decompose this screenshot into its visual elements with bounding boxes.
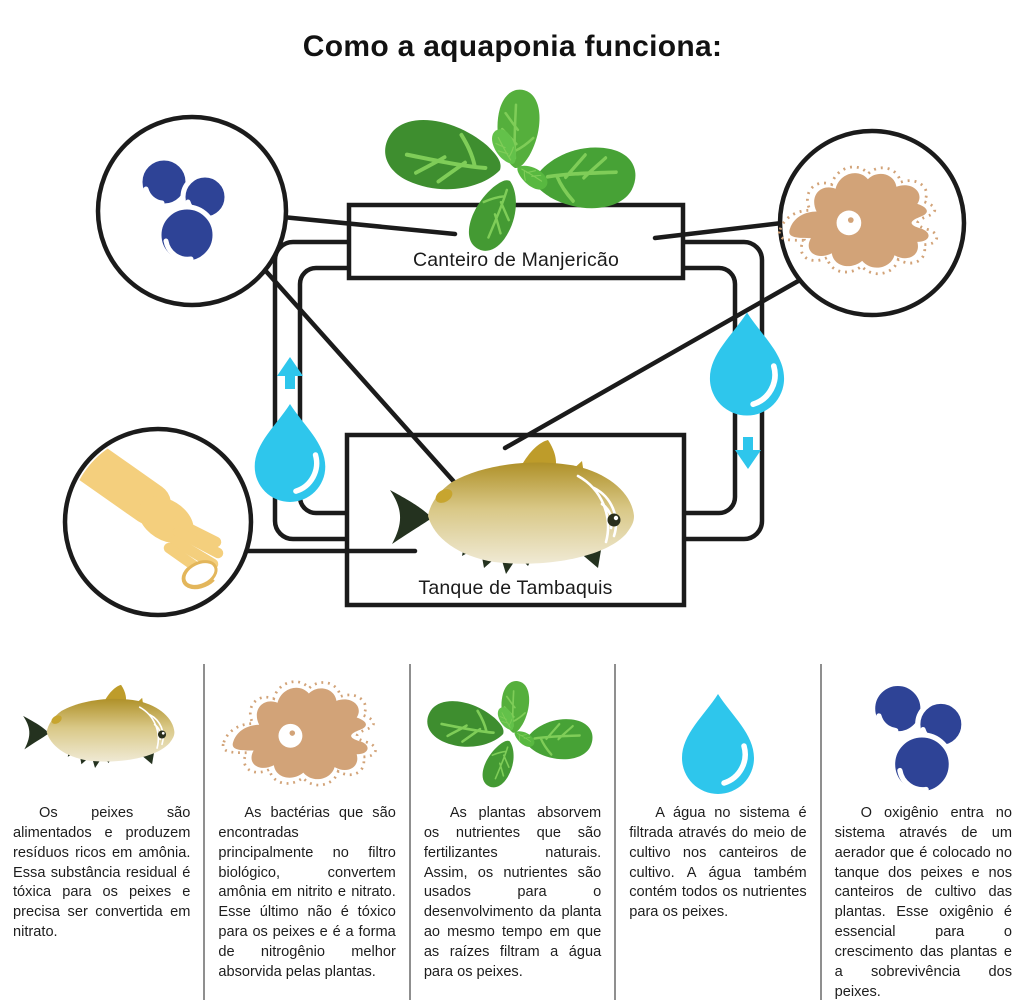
aquaponics-cycle-diagram: [62, 88, 967, 618]
column-plant: As plantas absorvem os nutrientes que sã…: [408, 664, 614, 1000]
water-drop-down-icon: [710, 313, 784, 416]
column-fish-text: Os peixes são alimentados e produzem res…: [13, 805, 191, 941]
plant-bed-label: Canteiro de Manjericão: [412, 249, 619, 271]
connector-bacteria-to-tank: [502, 277, 803, 451]
connector-oxygen-to-tank: [261, 266, 459, 487]
column-bacteria-text: As bactérias que são encontradas princip…: [218, 805, 396, 980]
explanation-columns: Os peixes são alimentados e produzem res…: [0, 664, 1025, 1000]
flow-down-arrow-icon: [735, 437, 761, 469]
fish-tank-label: Tanque de Tambaquis: [418, 577, 613, 599]
bacteria-icon: [207, 672, 407, 796]
column-oxygen: O oxigênio entra no sistema através de u…: [819, 664, 1025, 1000]
basil-icon: [413, 672, 613, 796]
column-fish: Os peixes são alimentados e produzem res…: [0, 664, 203, 1000]
column-water: A água no sistema é filtrada através do …: [614, 664, 819, 1000]
fish-icon: [22, 684, 175, 769]
column-plant-text: As plantas absorvem os nutrientes que sã…: [423, 805, 602, 980]
connector-oxygen-to-bed: [259, 212, 458, 237]
column-bacteria: As bactérias que são encontradas princip…: [203, 664, 408, 1000]
oxygen-bubbles-icon: [823, 672, 1023, 796]
page-title: Como a aquaponia funciona:: [302, 30, 723, 63]
column-oxygen-text: O oxigênio entra no sistema através de u…: [834, 805, 1013, 1000]
connector-bacteria-to-bed: [652, 220, 785, 241]
water-drop-up-icon: [255, 404, 326, 502]
plant-bed-box: [346, 202, 686, 281]
water-drop-icon: [618, 672, 818, 796]
column-water-text: A água no sistema é filtrada através do …: [629, 805, 807, 921]
